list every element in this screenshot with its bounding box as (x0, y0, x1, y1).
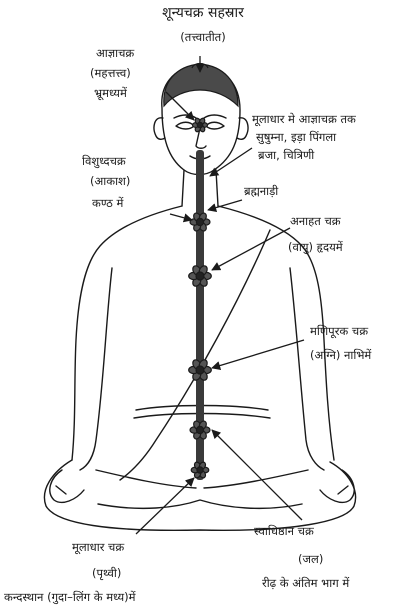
torso-outline (72, 206, 182, 460)
muladhara-chakra-icon (191, 461, 209, 479)
brahmanadi-label: ब्रह्मनाड़ी (244, 184, 278, 199)
right-eye (206, 122, 224, 129)
hair (164, 64, 238, 106)
muladhara-label: मूलाधार चक्र (72, 540, 124, 555)
anahata-chakra-icon (189, 264, 212, 287)
svadhishthana-label: स्वाधिष्ठान चक्र (254, 524, 314, 539)
anahata-label: अनाहत चक्र (290, 214, 341, 229)
vishuddha-place-label: कण्ठ में (92, 196, 123, 211)
manipura-chakra-icon (189, 358, 212, 381)
nadis-label-line1: मूलाधार मे आज्ञाचक्र तक (252, 112, 356, 127)
svadhishthana-place-label: रीढ़ के अंतिम भाग में (262, 576, 349, 591)
muladhara-element-label: (पृथ्वी) (92, 566, 121, 581)
arrow-manipura (212, 340, 304, 368)
left-eye (176, 122, 194, 129)
vishuddha-label: विशुध्दचक्र (82, 154, 126, 169)
right-hand (320, 470, 354, 502)
svadhishthana-element-label: (जल) (298, 552, 323, 567)
vishuddha-element-label: (आकाश) (90, 174, 130, 189)
nadis-label-line3: ब्रजा, चित्रिणी (258, 148, 314, 163)
left-hand (50, 470, 84, 502)
right-arm (290, 268, 324, 470)
vishuddha-chakra-icon (190, 212, 210, 232)
ajna-chakra-icon (193, 117, 208, 132)
arrow-vishuddha (170, 214, 192, 220)
anahata-place-label: (वायु) हृदयमें (288, 240, 343, 255)
sahasrara-label: शून्यचक्र सहस्रार (162, 6, 244, 21)
ajna-label: आज्ञाचक्र (96, 46, 134, 61)
ajna-place-label: भ्रूमध्यमें (94, 86, 127, 101)
manipura-place-label: (अग्नि) नाभिमें (310, 348, 371, 363)
neck (182, 170, 184, 206)
sahasrara-sublabel: (तत्त्वातीत) (180, 30, 225, 45)
manipura-label: मणिपूरक चक्र (310, 324, 368, 339)
svadhishthana-chakra-icon (190, 420, 210, 440)
muladhara-place-label: कन्दस्थान (गुदा–लिंग के मध्य)में (4, 590, 136, 605)
ajna-element-label: (महत्तत्त्व) (90, 66, 131, 81)
left-arm (80, 268, 112, 470)
nadis-label-line2: सुषुम्ना, इड़ा पिंगला (256, 130, 336, 145)
arrow-anahata (212, 228, 290, 270)
arrow-muladhara (136, 478, 194, 534)
